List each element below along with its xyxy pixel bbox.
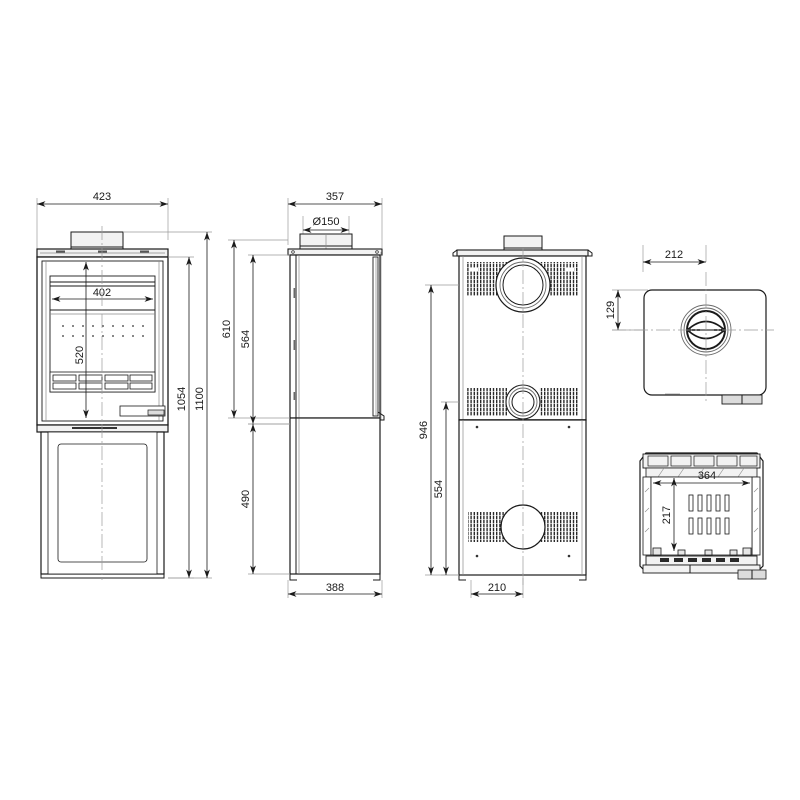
dim-label-1054: 1054: [176, 387, 188, 411]
dimension-side-height-610: 610: [221, 239, 290, 419]
side-top-plate: [287, 248, 383, 256]
firebox-vent-slots: [688, 494, 730, 535]
dim-label-357: 357: [326, 191, 344, 203]
front-perforation-dots: [62, 325, 144, 337]
dimension-firebox-height-217: 217: [661, 478, 677, 551]
rear-view: 946 554 210: [418, 235, 593, 598]
front-top-plate: [36, 248, 169, 258]
dim-label-564: 564: [240, 330, 252, 348]
dimension-rear-height-946: 946: [418, 284, 459, 576]
dimension-firebox-width-364: 364: [653, 470, 750, 486]
front-pedestal: [40, 431, 165, 579]
dimension-front-height-1054: 1054: [168, 256, 194, 579]
dimension-side-base-depth-388: 388: [287, 580, 383, 598]
dimension-front-width-423: 423: [36, 191, 169, 250]
side-flue-collar: [299, 233, 353, 250]
firebox-back-panel: [650, 476, 753, 556]
side-upper-body: [289, 254, 381, 419]
dimension-front-glass-height-520: 520: [74, 262, 89, 418]
dim-label-212: 212: [665, 249, 683, 261]
rear-top-plate: [452, 249, 593, 257]
top-rear-bracket: [721, 394, 763, 405]
dim-label-217: 217: [661, 506, 673, 524]
rear-flue-collar: [503, 235, 543, 251]
front-view: 423: [36, 191, 212, 580]
rear-louvres-middle: [467, 388, 579, 416]
front-flue-collar: [70, 231, 124, 250]
dimension-side-height-564: 564: [240, 254, 290, 425]
dim-label-210: 210: [488, 582, 506, 594]
dim-label-423: 423: [93, 191, 111, 203]
dimension-side-height-490: 490: [240, 423, 290, 575]
dim-label-dia150: Ø150: [313, 216, 340, 228]
side-view: 357 Ø150: [221, 191, 385, 598]
dimension-rear-height-554: 554: [433, 401, 459, 576]
dim-label-1100: 1100: [194, 387, 206, 411]
front-door-handle: [119, 405, 166, 417]
dim-label-129: 129: [605, 301, 617, 319]
rear-pedestal: [458, 419, 587, 581]
dim-label-610: 610: [221, 320, 233, 338]
dim-label-364: 364: [698, 470, 716, 482]
front-grille-bars: [49, 371, 156, 393]
firebox-side-handle: [737, 569, 767, 580]
dimension-front-height-1100: 1100: [123, 231, 212, 579]
side-pedestal: [289, 417, 381, 581]
side-door-edge: [372, 252, 385, 421]
dimension-top-flue-offset-212: 212: [642, 245, 707, 272]
top-view: 212 129: [605, 245, 774, 405]
dim-label-490: 490: [240, 490, 252, 508]
rear-bottom-outlet-circle: [500, 504, 546, 550]
firebox-top-baffle: [642, 453, 761, 478]
dim-label-554: 554: [433, 480, 445, 498]
dim-label-388: 388: [326, 582, 344, 594]
front-base-rail: [36, 424, 169, 433]
dim-label-946: 946: [418, 421, 430, 439]
dim-label-520: 520: [74, 346, 86, 364]
dimension-side-depth-357: 357: [287, 191, 383, 248]
firebox-bottom-grate: [642, 555, 761, 574]
firebox-floor-brackets: [652, 547, 752, 556]
firebox-view: 364 217: [639, 452, 767, 580]
